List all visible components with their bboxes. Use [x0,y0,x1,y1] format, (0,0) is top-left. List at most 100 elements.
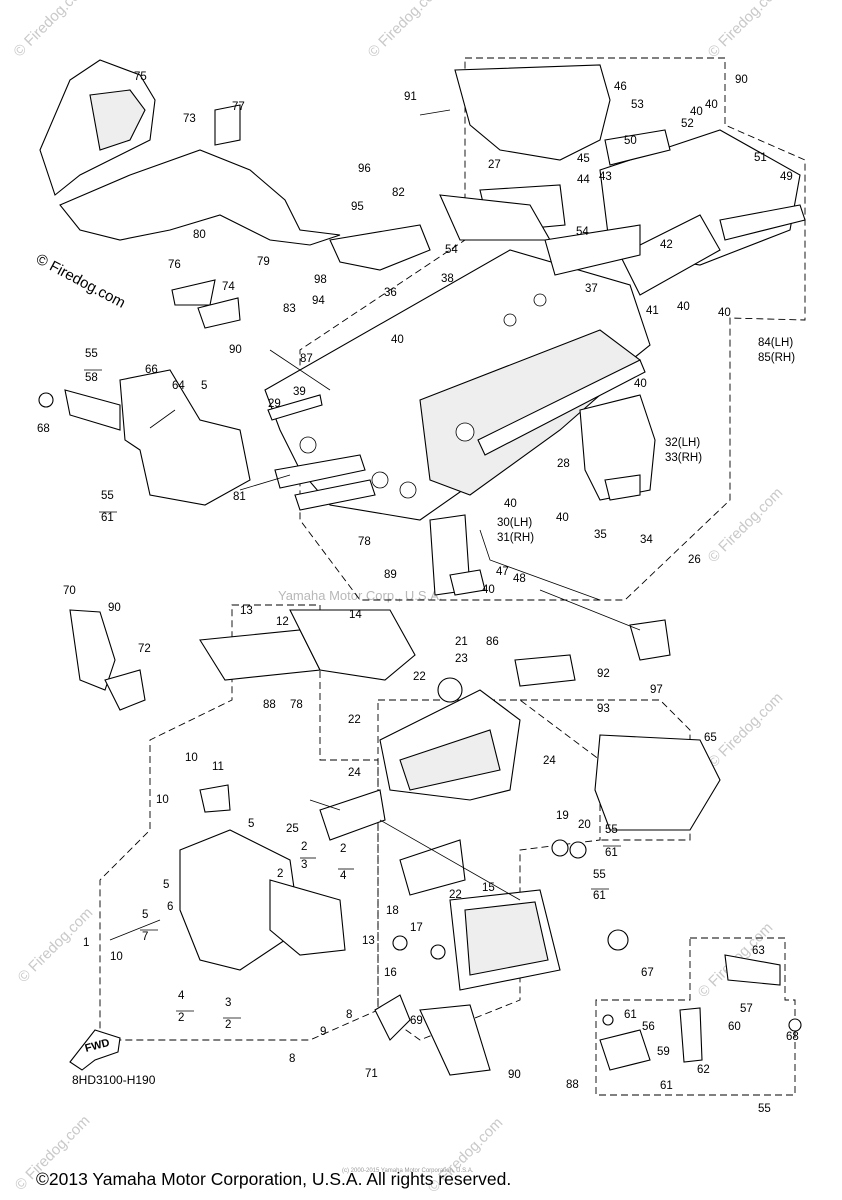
watermark-firedog: © Firedog.com [705,689,787,771]
callout-16: 16 [384,967,397,979]
part-59 [599,1029,651,1071]
callout-40: 40 [718,307,731,319]
callout-22: 22 [449,889,462,901]
callout-14: 14 [349,609,362,621]
part-41 [619,214,721,296]
callout-5: 5 [163,879,169,891]
part-lower-gusset [399,839,466,896]
callout-layer: 75 77 73 80 79 76 74 96 95 82 91 46 90 5… [37,71,799,1115]
callout-8: 8 [289,1053,295,1065]
leader-line [479,529,601,601]
callout-5: 5 [142,909,148,921]
callout-47: 47 [496,566,509,578]
part-19 [551,839,569,857]
part-lower-frame-inner [399,729,501,791]
callout-52: 52 [681,118,694,130]
callout-51: 51 [754,152,767,164]
part-32 [579,394,656,501]
callout-86: 86 [486,636,499,648]
callout-3: 3 [301,859,307,871]
part-front-suspension-b [269,879,346,956]
callout-45: 45 [577,153,590,165]
part-front-suspension-a [179,829,301,971]
callout-90: 90 [108,602,121,614]
watermark-firedog: © Firedog.com [365,0,447,61]
callout-71: 71 [365,1068,378,1080]
callout-10: 10 [110,951,123,963]
callout-88: 88 [263,699,276,711]
callout-60: 60 [728,1021,741,1033]
callout-39: 39 [293,386,306,398]
callout-55: 55 [85,348,98,360]
callout-82: 82 [392,187,405,199]
callout-17: 17 [410,922,423,934]
part-68-right [788,1018,802,1032]
part-92 [514,654,576,687]
callout-68: 68 [37,423,50,435]
part-12-bar [199,629,321,681]
frame-hole [399,481,417,499]
callout-22: 22 [348,714,361,726]
callout-55: 55 [593,869,606,881]
callout-57: 57 [740,1003,753,1015]
part-20 [569,841,587,859]
callout-49: 49 [780,171,793,183]
part-frame-tunnel [419,329,641,496]
callout-62: 62 [697,1064,710,1076]
leader-line [239,474,291,491]
callout-40: 40 [556,512,569,524]
callout-53: 53 [631,99,644,111]
callout-26: 26 [688,554,701,566]
frame-hole [299,436,317,454]
assembly-65-outline [520,699,691,841]
callout-20: 20 [578,819,591,831]
part-57 [724,954,781,986]
assembly-55-outline [595,937,796,1096]
part-69 [419,1004,491,1076]
callout-98: 98 [314,274,327,286]
callout-61: 61 [101,512,114,524]
callout-23: 23 [455,653,468,665]
callout-61: 61 [593,890,606,902]
callout-54: 54 [576,226,589,238]
callout-78: 78 [358,536,371,548]
watermark-firedog: © Firedog.com [705,0,787,61]
callout-46: 46 [614,81,627,93]
part-28-track [477,359,646,456]
callout-61: 61 [624,1009,637,1021]
part-75-panel [89,89,146,151]
part-62 [679,1007,703,1063]
callout-61: 61 [605,847,618,859]
callout-40: 40 [504,498,517,510]
part-14 [289,609,416,681]
callout-40: 40 [391,334,404,346]
part-15-core [464,901,549,976]
callout-31: 31(RH) [497,532,534,544]
part-47 [449,569,486,596]
callout-25: 25 [286,823,299,835]
callout-42: 42 [660,239,673,251]
watermark-firedog: © Firedog.com [10,0,92,60]
callout-88: 88 [566,1079,579,1091]
callout-90: 90 [508,1069,521,1081]
callout-73: 73 [183,113,196,125]
callout-24: 24 [543,755,556,767]
assembly-1-outline [99,604,379,1041]
callout-18: 18 [386,905,399,917]
part-97 [629,619,671,661]
part-56 [602,1014,614,1026]
callout-40: 40 [705,99,718,111]
callout-77: 77 [232,101,245,113]
callout-34: 34 [640,534,653,546]
callout-92: 92 [597,668,610,680]
callout-67: 67 [641,967,654,979]
leader-line [539,589,641,631]
callout-90: 90 [735,74,748,86]
callout-59: 59 [657,1046,670,1058]
callout-24: 24 [348,767,361,779]
callout-7: 7 [142,931,148,943]
callout-55: 55 [758,1103,771,1115]
part-67 [607,929,629,951]
callout-19: 19 [556,810,569,822]
